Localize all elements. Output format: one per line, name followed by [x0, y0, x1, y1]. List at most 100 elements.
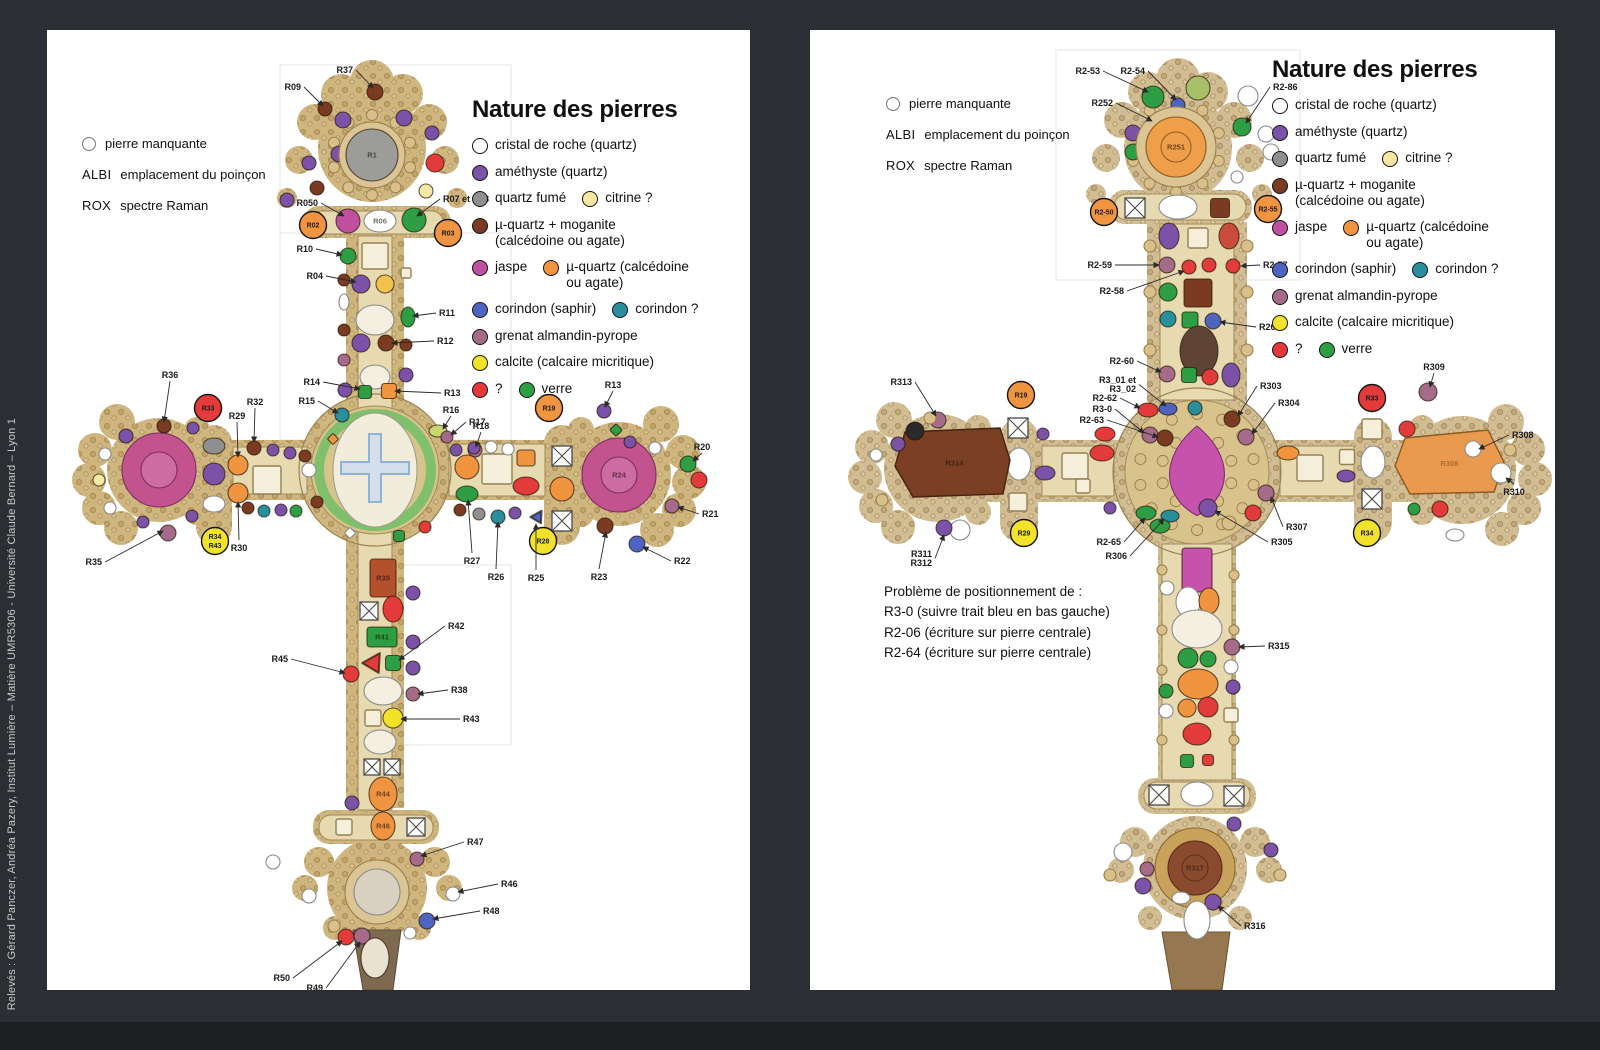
stone	[875, 493, 889, 507]
legend-item: améthyste (quartz)	[472, 164, 608, 181]
stone-callout-label: R04	[306, 271, 323, 281]
hallmark-circle	[534, 393, 564, 423]
missing-stone-icon	[886, 96, 900, 111]
missing-stone-label: pierre manquante	[909, 96, 1011, 111]
legend-item: citrine ?	[582, 190, 653, 207]
stone	[1182, 722, 1212, 746]
stone	[1221, 515, 1237, 531]
stone-callout-label: R46	[501, 879, 518, 889]
callout-line	[104, 530, 164, 563]
legend-item-label: corindon ?	[1435, 261, 1499, 277]
callout-line	[1115, 102, 1153, 122]
stone	[400, 306, 416, 328]
stone-callout-label: R27	[464, 556, 481, 566]
stone	[202, 462, 226, 486]
stone	[337, 323, 351, 337]
stone	[490, 509, 506, 525]
stone	[1228, 734, 1240, 746]
stone-inline-label: R44	[376, 790, 391, 799]
albi-row: ALBI emplacement du poinçon	[886, 127, 1070, 142]
stone	[227, 454, 249, 476]
legend-row: améthyste (quartz)	[472, 164, 740, 181]
stone	[310, 495, 324, 509]
legend-item: cristal de roche (quartz)	[1272, 97, 1437, 114]
callout-line	[398, 625, 446, 661]
empty-bezel	[1223, 707, 1239, 723]
stone	[405, 585, 421, 601]
stone	[357, 384, 373, 400]
callout-line	[394, 388, 442, 395]
stone-callout-label: R26	[488, 572, 505, 582]
missing-stone-label: pierre manquante	[105, 136, 207, 151]
stone	[1180, 781, 1214, 807]
stone-color-swatch-icon	[1412, 262, 1429, 279]
bezel-bump	[404, 161, 416, 174]
legend-item-label: corindon ?	[635, 301, 699, 317]
legend-title: Nature des pierres	[1272, 56, 1478, 83]
bezel-bump	[389, 181, 402, 194]
legend-row: µ-quartz + moganite (calcédoine ou agate…	[1272, 177, 1548, 210]
legend-item: verre	[1318, 341, 1372, 358]
stone	[1158, 703, 1174, 719]
stone	[1158, 683, 1174, 699]
legend-item-label: µ-quartz + moganite (calcédoine ou agate…	[1295, 176, 1425, 208]
hallmark-label: R34	[209, 534, 222, 541]
stone	[1089, 444, 1115, 462]
stone	[1156, 429, 1174, 447]
stone-color-swatch-icon	[472, 302, 488, 319]
callout-line	[432, 910, 481, 922]
stone	[484, 440, 498, 454]
stone	[472, 507, 486, 521]
stone-callout-label: R07 et R08	[443, 194, 489, 204]
empty-bezel	[1061, 452, 1089, 480]
stone	[425, 153, 445, 173]
callout-line	[1428, 372, 1435, 388]
relic-cross-icon	[340, 433, 410, 503]
stone	[405, 660, 421, 676]
stone	[359, 364, 391, 390]
stone-callout-label: R2-59	[1087, 260, 1112, 270]
stone-callout-label: R315	[1268, 641, 1290, 651]
stone-callout-label: R2-54	[1120, 66, 1145, 76]
stone	[1257, 484, 1275, 502]
callout-line	[1219, 319, 1257, 328]
note-line: R3-0 (suivre trait bleu en bas gauche)	[884, 604, 1110, 620]
empty-bezel	[400, 267, 412, 279]
stone	[1230, 170, 1244, 184]
stone	[1177, 698, 1197, 718]
hallmark-label: R2-50	[1094, 210, 1113, 217]
stone	[1158, 194, 1198, 220]
stone-callout-label: R09	[284, 82, 301, 92]
note-line: R2-06 (écriture sur pierre centrale)	[884, 624, 1092, 640]
callout-line	[598, 531, 609, 570]
cross-front-illustration: R1R06R24R39R41R44R46R02R03R33R34R43R19R2…	[72, 60, 719, 990]
stone-callout-label: R37	[336, 65, 353, 75]
stone	[369, 558, 397, 598]
hallmark-label: R43	[209, 543, 222, 550]
stone	[1197, 696, 1219, 718]
hallmark-circle	[1006, 380, 1036, 410]
legend-item-label: calcite (calcaire micritique)	[1295, 314, 1455, 330]
stone	[869, 448, 883, 462]
stone-callout-label: R50	[273, 973, 290, 983]
stone	[1094, 426, 1116, 442]
stone	[279, 192, 295, 208]
stone	[1181, 311, 1199, 329]
stone	[344, 795, 360, 811]
legend-row: calcite (calcaire micritique)	[1272, 314, 1548, 332]
legend-item: ?	[1272, 341, 1303, 358]
stones-layer: R1R06R24R39R41R44R46R02R03R33R34R43R19R2…	[92, 83, 708, 979]
stone-callout-label: R309	[1423, 362, 1445, 372]
callout-line	[355, 69, 374, 89]
legend-item: µ-quartz + moganite (calcédoine ou agate…	[1272, 177, 1425, 210]
empty-bezel	[481, 453, 513, 485]
stone	[1139, 861, 1155, 877]
stone	[1156, 564, 1168, 576]
stone	[327, 919, 341, 933]
legend-row: µ-quartz + moganite (calcédoine ou agate…	[472, 217, 740, 250]
stone-callout-label: R303	[1260, 381, 1282, 391]
stone	[1221, 362, 1241, 388]
stone	[418, 520, 432, 534]
